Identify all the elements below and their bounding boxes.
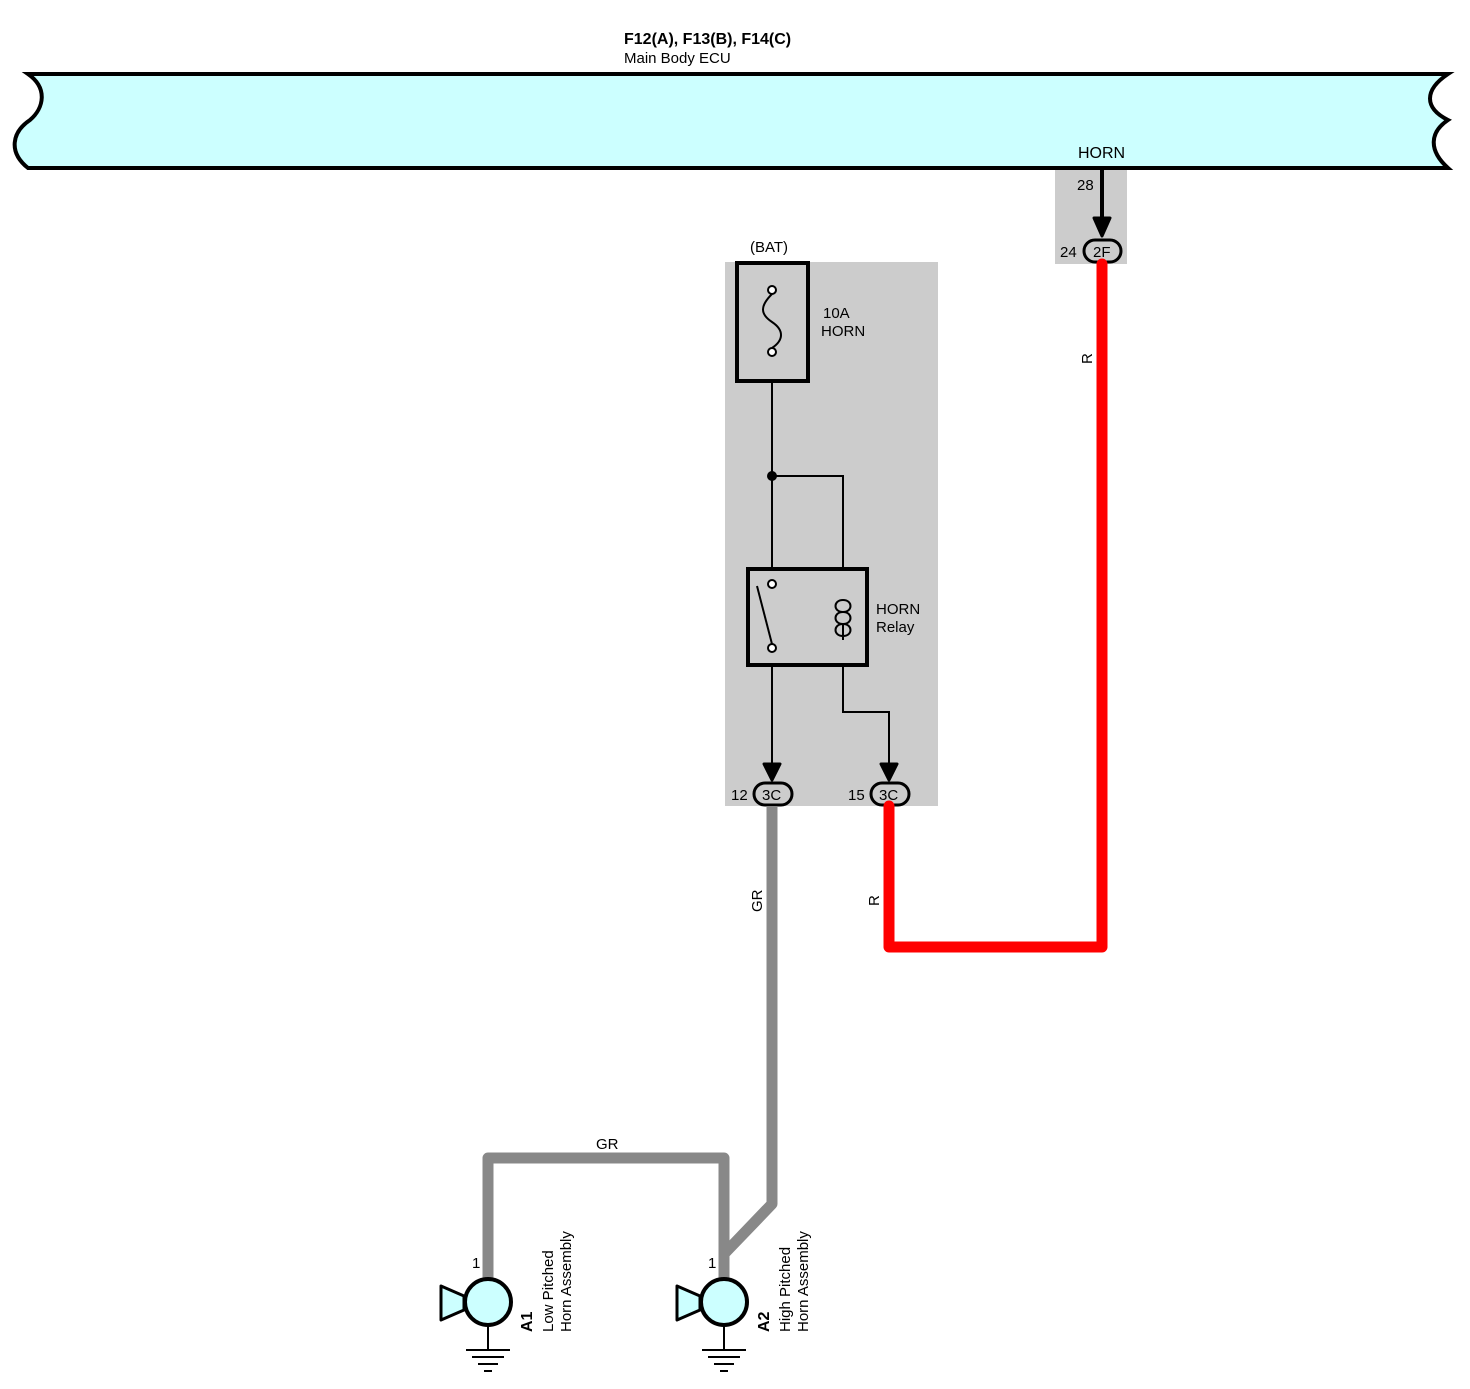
horn-a1-name-line2: Horn Assembly	[558, 1231, 575, 1332]
gray-wire-code-vertical: GR	[749, 889, 766, 912]
connector-3c-left[interactable]	[752, 781, 794, 807]
main-body-ecu[interactable]	[12, 72, 1455, 170]
relay-name-line2: Relay	[876, 619, 915, 636]
red-wire[interactable]	[883, 258, 1108, 953]
gray-wire-code-branch: GR	[596, 1136, 619, 1153]
horn-a1-id: A1	[519, 1311, 536, 1332]
relay-switch-arm	[756, 585, 773, 645]
horn-a1-name-line1: Low Pitched	[540, 1250, 557, 1332]
connector-2f-pin: 24	[1060, 244, 1077, 261]
red-wire-code-upper: R	[1079, 353, 1096, 364]
connector-2f-label: 2F	[1093, 244, 1111, 261]
horn-a2[interactable]	[675, 1277, 749, 1372]
horn-a1-pin: 1	[472, 1255, 480, 1272]
ecu-connector-ids: F12(A), F13(B), F14(C)	[624, 31, 791, 48]
fuse-bottom-terminal	[767, 347, 777, 357]
bat-label: (BAT)	[750, 239, 788, 256]
fuse-element	[762, 293, 782, 349]
fuse-name: HORN	[821, 323, 865, 340]
connector-3c-right-label: 3C	[879, 787, 898, 804]
fuse-top-terminal	[767, 285, 777, 295]
connector-3c-left-label: 3C	[762, 787, 781, 804]
relay-coil-icon	[834, 599, 852, 640]
connector-3c-left-pin: 12	[731, 787, 748, 804]
horn-a2-ground-icon	[702, 1349, 746, 1372]
horn-a1-body	[463, 1277, 513, 1327]
relay-internal-wiring	[771, 381, 890, 770]
horn-a1-ground-icon	[466, 1349, 510, 1372]
ecu-horn-terminal-label: HORN	[1078, 145, 1125, 162]
ecu-name: Main Body ECU	[624, 50, 731, 67]
splice-point	[767, 471, 777, 481]
relay-name-line1: HORN	[876, 601, 920, 618]
horn-a2-name-line2: Horn Assembly	[795, 1231, 812, 1332]
horn-a2-bell-icon	[675, 1284, 702, 1322]
ecu-horn-pin: 28	[1077, 177, 1094, 194]
gray-wire-main[interactable]	[718, 806, 778, 1278]
relay-contact-bottom	[767, 643, 777, 653]
red-wire-code-lower: R	[866, 895, 883, 906]
ecu-horn-arrow	[1092, 216, 1112, 238]
relay-out-arrow-left	[762, 762, 782, 782]
connector-3c-right-pin: 15	[848, 787, 865, 804]
gray-wire-branch[interactable]	[482, 1152, 730, 1278]
horn-a2-id: A2	[756, 1311, 773, 1332]
relay-out-arrow-right	[879, 762, 899, 782]
fuse-rating: 10A	[823, 305, 850, 322]
horn-fuse[interactable]	[735, 261, 810, 383]
ecu-body	[12, 72, 1455, 170]
horn-a2-body	[699, 1277, 749, 1327]
horn-a2-name-line1: High Pitched	[777, 1247, 794, 1332]
relay-contact-top	[767, 579, 777, 589]
horn-a2-pin: 1	[708, 1255, 716, 1272]
horn-relay[interactable]	[746, 567, 869, 667]
horn-a1-bell-icon	[439, 1284, 466, 1322]
horn-a1[interactable]	[439, 1277, 513, 1372]
